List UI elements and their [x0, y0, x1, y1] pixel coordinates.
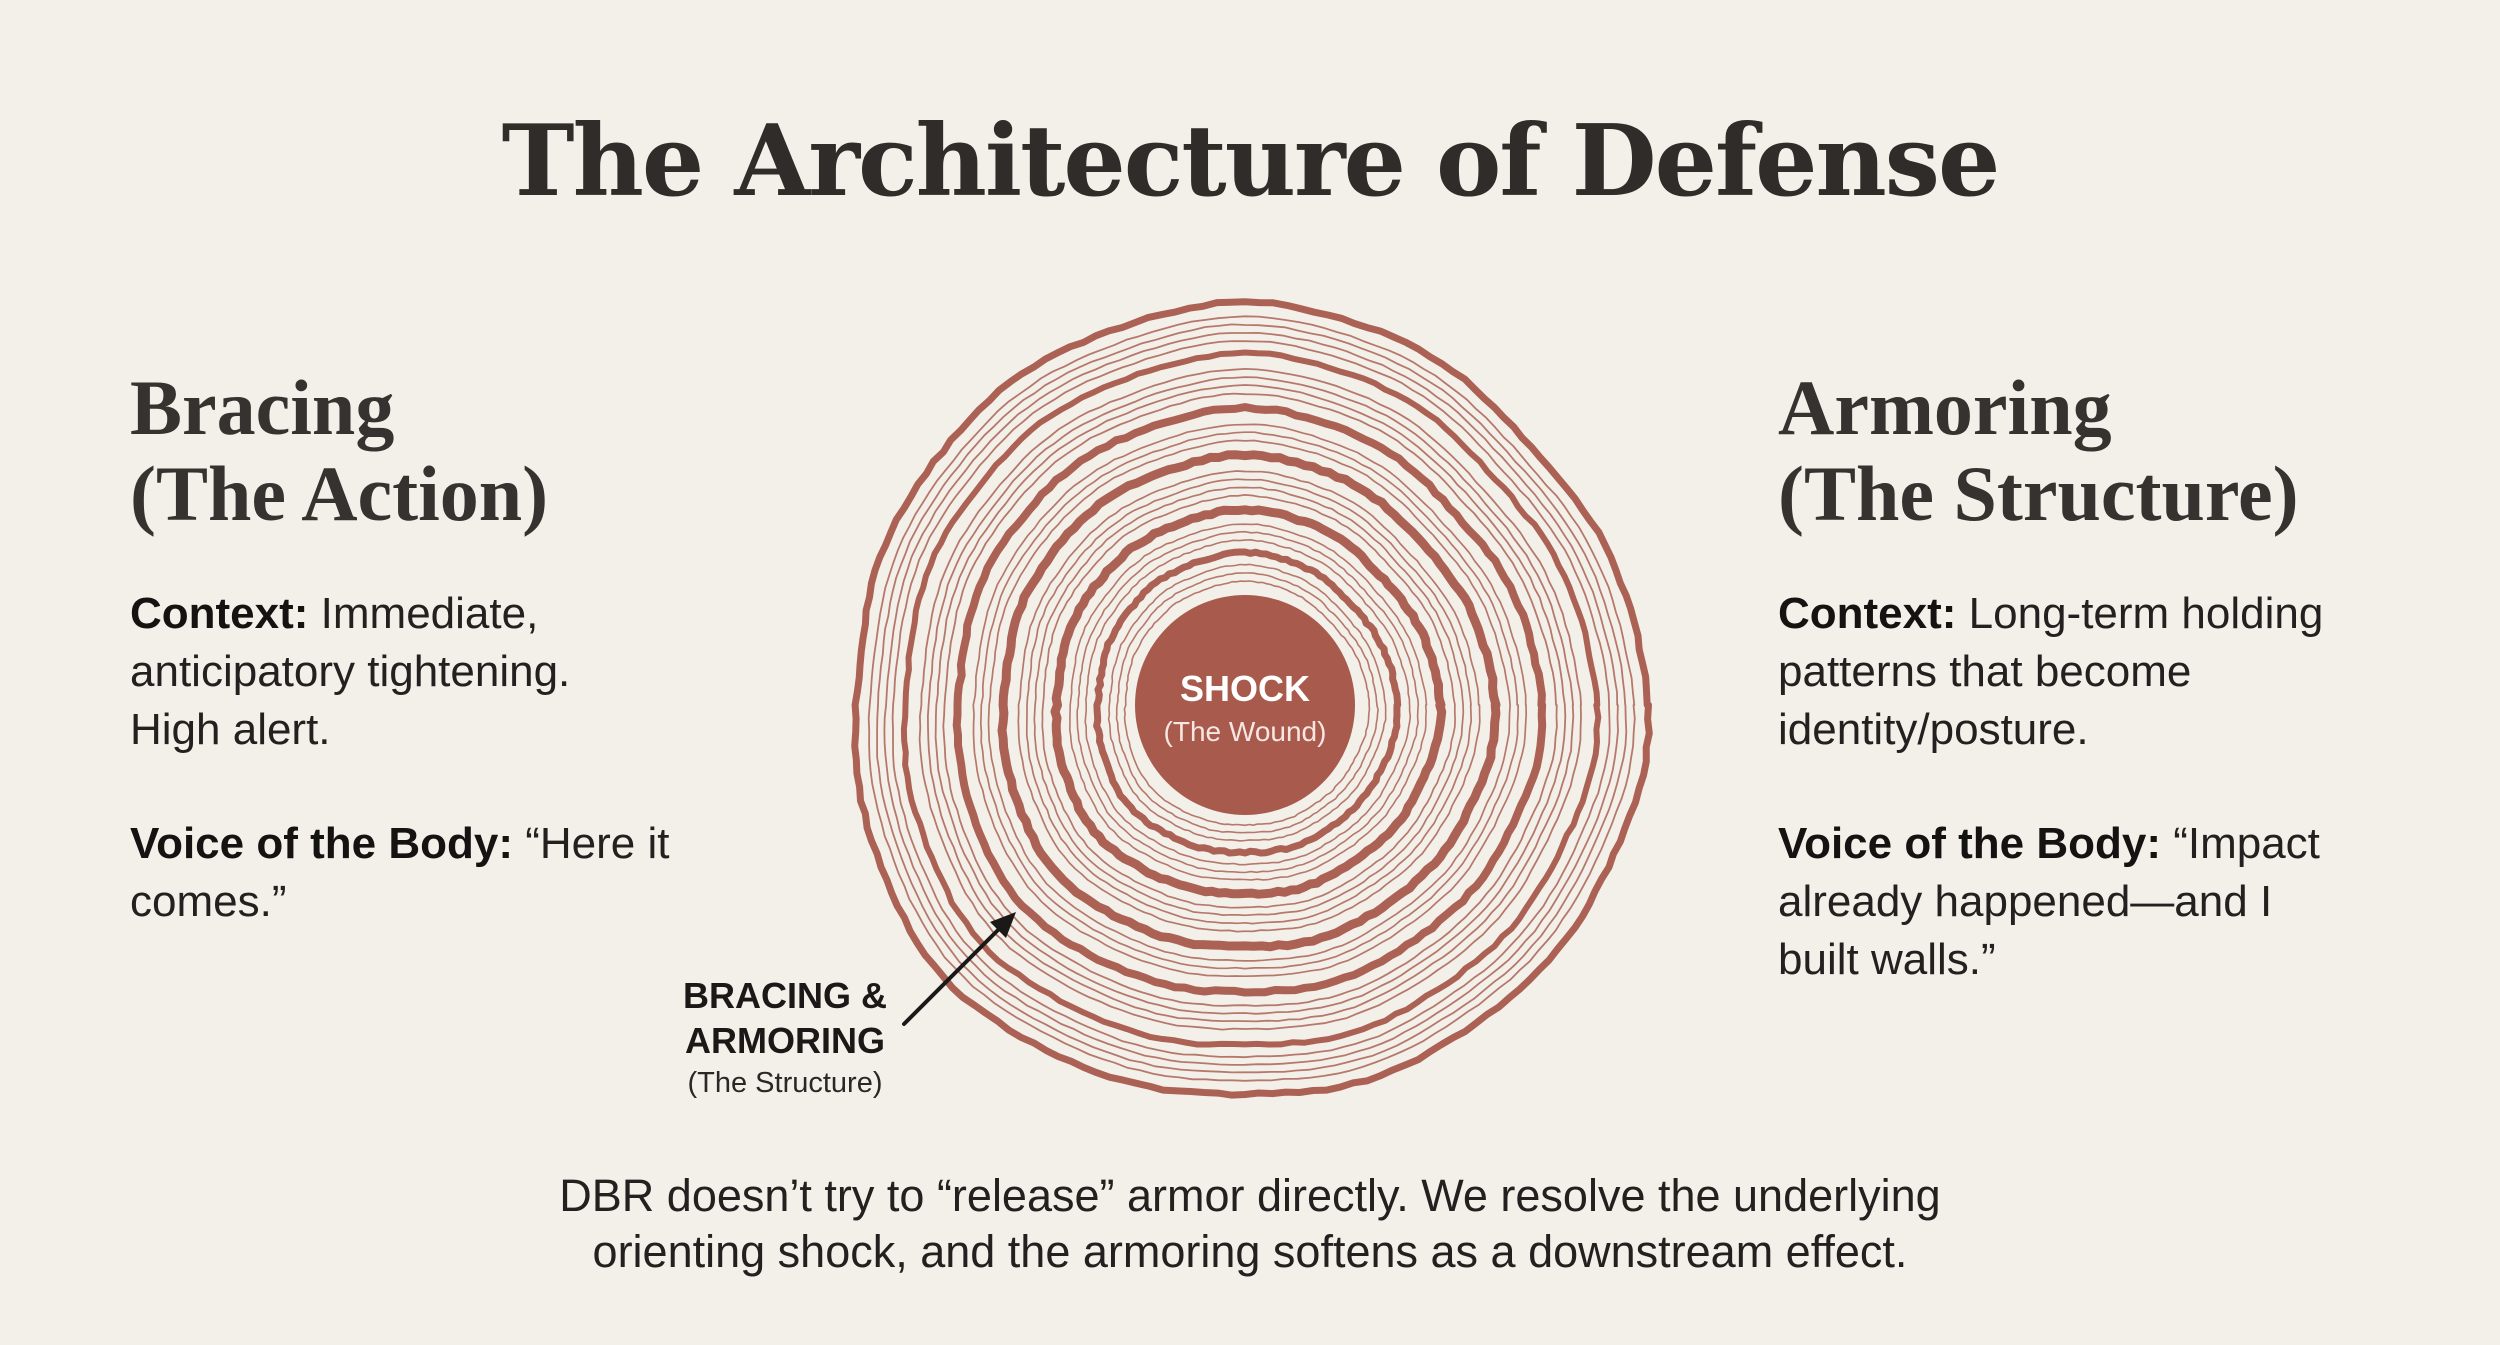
bracing-context-line3: High alert. — [130, 705, 331, 754]
shock-core — [1135, 595, 1355, 815]
bracing-voice: Voice of the Body: “Here it comes.” — [130, 815, 770, 931]
growth-ring — [1025, 478, 1473, 925]
growth-ring — [1069, 523, 1428, 881]
bracing-voice-label: Voice of the Body: — [130, 819, 513, 868]
armoring-context: Context: Long-term holding patterns that… — [1778, 585, 2438, 759]
armoring-voice: Voice of the Body: “Impact already happe… — [1778, 815, 2438, 989]
bracing-heading: Bracing (The Action) — [130, 365, 770, 537]
growth-ring — [1041, 494, 1456, 909]
growth-ring — [1093, 548, 1402, 857]
armoring-context-line2: patterns that become — [1778, 647, 2192, 696]
growth-ring — [934, 384, 1567, 1015]
growth-ring — [1123, 580, 1371, 827]
wound-sublabel: (The Wound) — [1164, 716, 1327, 747]
growth-ring — [979, 431, 1519, 970]
growth-ring — [1033, 486, 1465, 917]
growth-ring — [952, 403, 1547, 997]
bracing-voice-line1: “Here it — [512, 819, 670, 868]
growth-ring — [1017, 470, 1481, 933]
armoring-heading-line1: Armoring — [1778, 364, 2112, 451]
armoring-voice-line2: already happened—and I — [1778, 877, 2273, 926]
growth-ring — [867, 315, 1636, 1082]
page-title: The Architecture of Defense — [501, 104, 2001, 219]
ring-lines — [851, 298, 1653, 1099]
growth-ring — [891, 340, 1611, 1059]
bracing-context: Context: Immediate, anticipatory tighten… — [130, 585, 770, 759]
shock-label: SHOCK — [1180, 668, 1310, 709]
growth-ring — [1107, 563, 1387, 842]
arrow-head-icon — [990, 912, 1016, 938]
footer-line2: orienting shock, and the armoring soften… — [592, 1226, 1908, 1277]
growth-ring — [851, 298, 1653, 1099]
bracing-armoring-callout: BRACING & ARMORING (The Structure) — [620, 973, 950, 1103]
bracing-heading-line2: (The Action) — [130, 450, 549, 537]
bracing-voice-line2: comes.” — [130, 877, 287, 926]
callout-line3: (The Structure) — [687, 1067, 883, 1099]
growth-ring — [1084, 539, 1412, 866]
armoring-voice-label: Voice of the Body: — [1778, 819, 2161, 868]
growth-ring — [987, 439, 1511, 962]
growth-ring — [876, 323, 1628, 1074]
growth-ring — [1076, 530, 1420, 874]
bracing-heading-line1: Bracing — [130, 364, 395, 451]
growth-ring — [900, 349, 1602, 1048]
growth-ring — [1115, 572, 1379, 834]
armoring-voice-line1: “Impact — [2160, 819, 2320, 868]
bracing-context-label: Context: — [130, 589, 309, 638]
bracing-context-line1: Immediate, — [308, 589, 539, 638]
footer-caption: DBR doesn’t try to “release” armor direc… — [0, 1168, 2500, 1280]
armoring-heading: Armoring (The Structure) — [1778, 365, 2438, 537]
arrow-shaft — [902, 922, 1006, 1026]
growth-ring — [972, 423, 1528, 978]
tree-ring-diagram: SHOCK (The Wound) — [851, 298, 1653, 1099]
growth-ring — [883, 332, 1619, 1066]
growth-ring — [918, 368, 1582, 1031]
armoring-column: Armoring (The Structure) Context: Long-t… — [1778, 365, 2438, 1045]
callout-arrow — [902, 912, 1016, 1026]
bracing-column: Bracing (The Action) Context: Immediate,… — [130, 365, 770, 987]
armoring-context-label: Context: — [1778, 589, 1957, 638]
footer-line1: DBR doesn’t try to “release” armor direc… — [559, 1170, 1941, 1221]
growth-ring — [1050, 505, 1447, 899]
armoring-voice-line3: built walls.” — [1778, 935, 1996, 984]
bracing-context-line2: anticipatory tightening. — [130, 647, 571, 696]
armoring-heading-line2: (The Structure) — [1778, 450, 2299, 537]
callout-line1: BRACING & — [683, 975, 887, 1016]
armoring-context-line3: identity/posture. — [1778, 705, 2089, 754]
callout-line2: ARMORING — [685, 1020, 885, 1061]
growth-ring — [942, 392, 1558, 1007]
growth-ring — [997, 450, 1501, 952]
armoring-context-line1: Long-term holding — [1956, 589, 2324, 638]
growth-ring — [927, 376, 1575, 1023]
